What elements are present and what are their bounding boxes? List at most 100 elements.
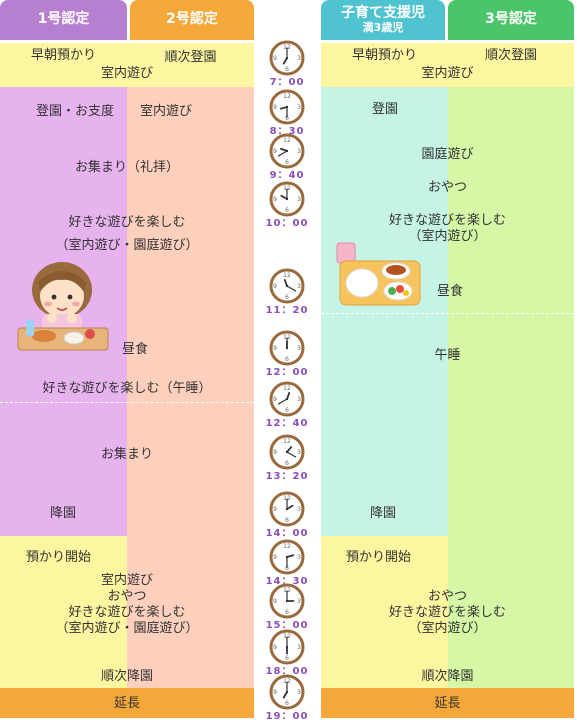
- left-snack: おやつ: [107, 589, 147, 604]
- svg-text:6: 6: [285, 460, 289, 467]
- lunch-tray-illustration: [336, 242, 421, 306]
- header-2go: 2号認定: [130, 0, 254, 40]
- header-kosodate-sub: 満3歳児: [362, 20, 404, 34]
- left-arrival: 登園・お支度: [36, 104, 115, 119]
- svg-text:9: 9: [273, 345, 277, 352]
- time-label: 19：00: [265, 711, 309, 722]
- bg-left-morning: [0, 43, 254, 87]
- svg-text:6: 6: [285, 565, 289, 572]
- svg-text:3: 3: [297, 55, 301, 62]
- svg-text:12: 12: [283, 385, 291, 392]
- time-label: 12：40: [265, 418, 309, 429]
- svg-text:9: 9: [273, 283, 277, 290]
- svg-text:12: 12: [283, 438, 291, 445]
- right-indoor-play: 室内遊び: [421, 66, 474, 81]
- left-free-play-nap: 好きな遊びを楽しむ（午睡）: [42, 381, 212, 396]
- right-extension: 延長: [434, 696, 461, 711]
- right-gradual-departure: 順次降園: [421, 669, 474, 684]
- svg-text:12: 12: [283, 93, 291, 100]
- time-label: 18：00: [265, 666, 309, 677]
- header-1go: 1号認定: [0, 0, 127, 40]
- right-lunch: 昼食: [436, 284, 463, 299]
- right-care-start: 預かり開始: [346, 550, 412, 565]
- bg-1go-afternoon: [0, 536, 127, 688]
- svg-text:9: 9: [273, 598, 277, 605]
- svg-text:12: 12: [283, 543, 291, 550]
- left-assembly-worship: お集まり（礼拝）: [74, 160, 179, 175]
- svg-text:6: 6: [285, 655, 289, 662]
- divider: [0, 402, 254, 403]
- bg-2go-day: [127, 87, 254, 688]
- svg-text:3: 3: [297, 554, 301, 561]
- left-early-care: 早朝預かり: [30, 48, 96, 63]
- time-label: 13：20: [265, 471, 309, 482]
- svg-text:3: 3: [297, 449, 301, 456]
- left-care-start: 預かり開始: [26, 550, 92, 565]
- time-label: 10：00: [265, 218, 309, 229]
- time-label: 8：30: [269, 126, 305, 137]
- time-label: 11：20: [265, 305, 309, 316]
- right-snack: おやつ: [427, 180, 467, 195]
- left-lunch: 昼食: [121, 342, 148, 357]
- svg-text:3: 3: [297, 345, 301, 352]
- right-free-play: 好きな遊びを楽しむ: [388, 213, 506, 228]
- left-gradual-arrival: 順次登園: [164, 50, 217, 65]
- header-3go: 3号認定: [448, 0, 574, 40]
- svg-text:6: 6: [285, 207, 289, 214]
- svg-text:12: 12: [283, 272, 291, 279]
- bg-3go-day: [448, 87, 574, 688]
- svg-text:6: 6: [285, 700, 289, 707]
- svg-text:3: 3: [297, 689, 301, 696]
- svg-text:3: 3: [297, 283, 301, 290]
- svg-text:6: 6: [285, 294, 289, 301]
- svg-text:6: 6: [285, 66, 289, 73]
- left-extension: 延長: [113, 696, 140, 711]
- svg-text:6: 6: [285, 407, 289, 414]
- svg-text:6: 6: [285, 356, 289, 363]
- time-label: 14：00: [265, 528, 309, 539]
- svg-text:6: 6: [285, 517, 289, 524]
- clock-icon: 12 3 6 9: [269, 539, 305, 575]
- girl-eating-illustration: [17, 262, 109, 351]
- bg-kosodate-afternoon: [321, 536, 448, 688]
- left-free-play-detail: （室内遊び・園庭遊び）: [55, 238, 199, 253]
- right-gradual-arrival: 順次登園: [484, 48, 537, 63]
- time-label: 12：00: [265, 367, 309, 378]
- svg-text:6: 6: [285, 159, 289, 166]
- right-snack2: おやつ: [427, 589, 467, 604]
- svg-text:9: 9: [273, 689, 277, 696]
- svg-text:9: 9: [273, 554, 277, 561]
- left-gradual-departure: 順次降園: [100, 669, 153, 684]
- header-kosodate: 子育て支援児 満3歳児: [321, 0, 445, 40]
- time-label: 7：00: [269, 77, 305, 88]
- right-garden-play: 園庭遊び: [421, 147, 474, 162]
- right-free-play-detail: （室内遊び）: [408, 229, 487, 244]
- svg-text:9: 9: [273, 104, 277, 111]
- time-label: 9：40: [269, 170, 305, 181]
- bg-right-morning: [321, 43, 574, 87]
- svg-text:9: 9: [273, 196, 277, 203]
- svg-text:3: 3: [297, 644, 301, 651]
- svg-text:9: 9: [273, 449, 277, 456]
- right-free-play2: 好きな遊びを楽しむ: [388, 605, 506, 620]
- svg-text:3: 3: [297, 396, 301, 403]
- left-indoor-play2: 室内遊び: [140, 104, 193, 119]
- left-departure: 降園: [49, 506, 76, 521]
- extension-bar-left: [0, 688, 254, 718]
- svg-text:6: 6: [285, 609, 289, 616]
- right-departure: 降園: [369, 506, 396, 521]
- svg-text:12: 12: [283, 137, 291, 144]
- svg-text:3: 3: [297, 506, 301, 513]
- bg-kosodate-day: [321, 87, 448, 536]
- right-nap: 午睡: [434, 348, 461, 363]
- extension-bar-right: [321, 688, 574, 718]
